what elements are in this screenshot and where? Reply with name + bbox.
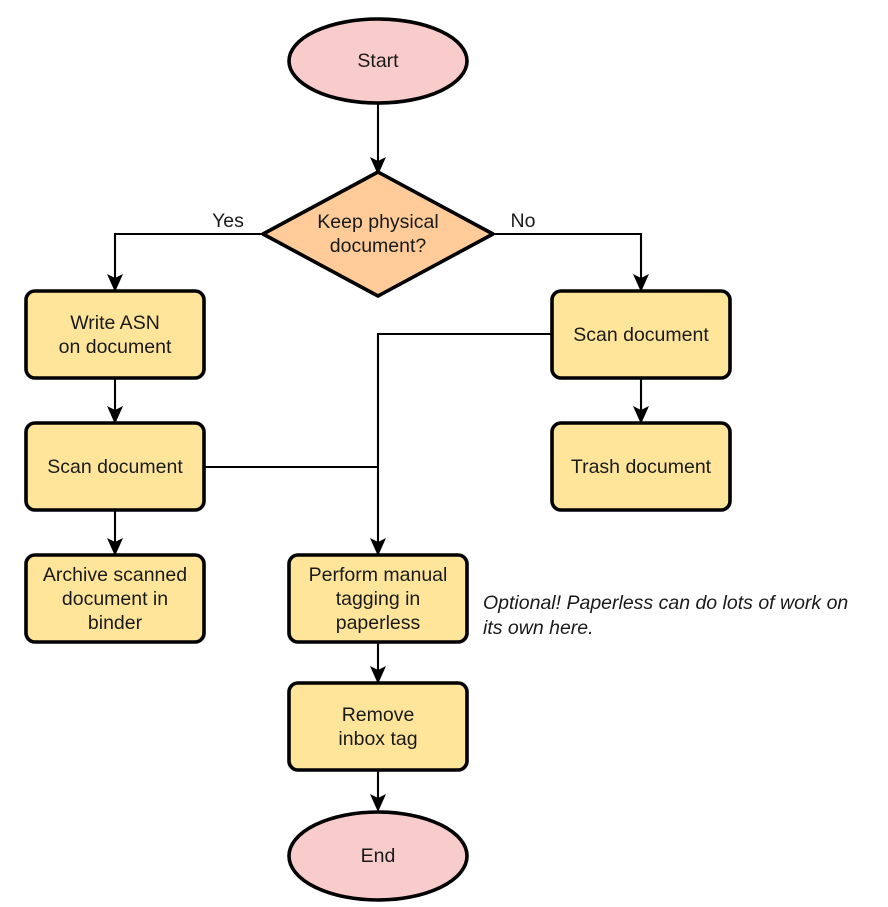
remove-inbox-tag-label-line1: Remove — [342, 704, 415, 726]
tagging-label-line2: tagging in — [336, 588, 421, 610]
archive-label-line3: binder — [88, 612, 143, 634]
node-scan-document-right[interactable]: Scan document — [550, 289, 732, 380]
edge-start-to-keep — [370, 103, 386, 175]
edge-scanl-to-archive — [107, 510, 123, 556]
node-keep-physical-document[interactable]: Keep physical document? — [261, 170, 495, 298]
decision-label-line1: Keep physical — [317, 211, 438, 233]
optional-note-line1: Optional! Paperless can do lots of work … — [483, 592, 848, 614]
start-label: Start — [357, 50, 399, 72]
scan-document-right-label: Scan document — [573, 324, 709, 346]
edge-tag-to-inbox — [370, 642, 386, 684]
scan-document-right-box-shape — [550, 289, 732, 380]
end-label: End — [361, 845, 396, 867]
edge-keep-to-write-yes — [107, 232, 263, 292]
end-terminal-shape — [287, 810, 469, 902]
node-scan-document-left[interactable]: Scan document — [24, 421, 206, 512]
edge-label-no: No — [511, 210, 536, 232]
edge-scanl-to-tag — [204, 465, 386, 556]
write-asn-label-line1: Write ASN — [70, 312, 160, 334]
remove-inbox-tag-box-shape — [287, 681, 469, 772]
archive-label-line1: Archive scanned — [43, 564, 187, 586]
node-start[interactable]: Start — [287, 17, 469, 105]
write-asn-label-line2: on document — [59, 336, 172, 358]
scan-document-left-label: Scan document — [47, 456, 183, 478]
edge-write-to-scanl — [107, 378, 123, 424]
write-asn-box-shape — [24, 289, 206, 380]
archive-label-line2: document in — [62, 588, 168, 610]
node-write-asn[interactable]: Write ASN on document — [24, 289, 206, 380]
edge-keep-to-scanr-no — [493, 232, 649, 292]
tagging-label-line1: Perform manual — [309, 564, 448, 586]
node-remove-inbox-tag[interactable]: Remove inbox tag — [287, 681, 469, 772]
edge-scanr-to-trash — [633, 378, 649, 424]
edge-label-yes: Yes — [212, 210, 244, 232]
scan-document-left-box-shape — [24, 421, 206, 512]
edge-inbox-to-end — [370, 770, 386, 812]
tagging-box-shape — [287, 553, 469, 644]
optional-note-line2: its own here. — [483, 617, 594, 639]
trash-document-box-shape — [550, 421, 732, 512]
trash-document-label: Trash document — [571, 456, 712, 478]
edge-scanr-to-tag — [376, 332, 552, 545]
start-terminal-shape — [287, 17, 469, 105]
optional-note: Optional! Paperless can do lots of work … — [483, 592, 848, 639]
remove-inbox-tag-label-line2: inbox tag — [338, 728, 417, 750]
decision-label-line2: document? — [330, 235, 427, 257]
node-perform-manual-tagging[interactable]: Perform manual tagging in paperless — [287, 553, 469, 644]
archive-box-shape — [24, 553, 206, 644]
tagging-label-line3: paperless — [336, 612, 421, 634]
node-end[interactable]: End — [287, 810, 469, 902]
node-trash-document[interactable]: Trash document — [550, 421, 732, 512]
decision-diamond-shape — [261, 170, 495, 298]
node-archive-scanned-document[interactable]: Archive scanned document in binder — [24, 553, 206, 644]
